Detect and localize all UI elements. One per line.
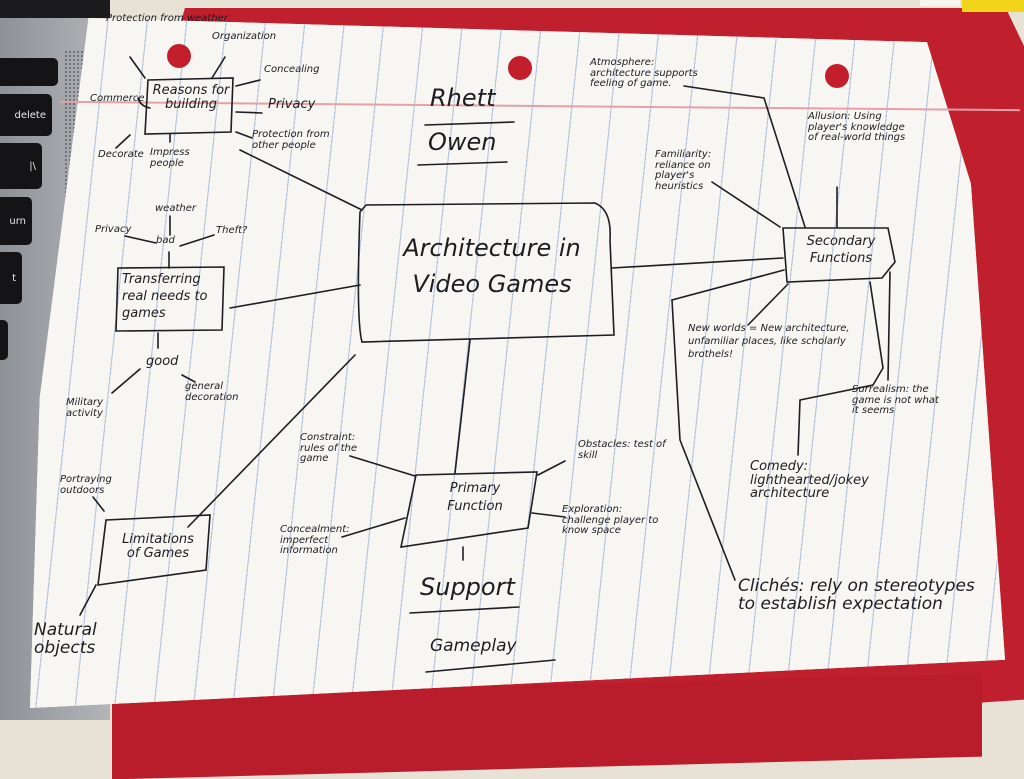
reason-item: Privacy <box>268 97 316 112</box>
secondary-item: Clichés: rely on stereotypes to establis… <box>738 576 975 614</box>
node-transferring-needs: Transferring real needs to games <box>122 272 208 321</box>
primary-item: Obstacles: test of skill <box>578 439 666 461</box>
white-paper-corner <box>920 0 960 6</box>
punch-hole <box>825 64 849 88</box>
node-reasons-for-building: Reasons for building <box>152 83 230 112</box>
punch-hole <box>508 56 532 80</box>
secondary-item: Familiarity: reliance on player's heuris… <box>655 149 712 192</box>
key-backslash: |\ <box>0 143 42 189</box>
reason-item: Protection from other people <box>252 129 330 151</box>
yellow-sticky-note <box>962 0 1024 12</box>
reason-item: Organization <box>212 31 277 42</box>
author-first-name: Rhett <box>430 84 496 112</box>
key <box>18 58 58 86</box>
node-secondary-functions: Secondary Functions <box>806 234 876 266</box>
good-item: general decoration <box>185 381 239 403</box>
secondary-item: Comedy: lighthearted/jokey architecture <box>750 459 869 502</box>
reason-item: Decorate <box>98 149 144 160</box>
node-primary-function: Primary Function <box>447 481 503 514</box>
punch-hole <box>167 44 191 68</box>
secondary-item: Atmosphere: architecture supports feelin… <box>590 57 698 89</box>
secondary-item: New worlds = New architecture, unfamilia… <box>688 323 850 360</box>
primary-summary: Gameplay <box>430 636 517 656</box>
reason-item: Protection from weather <box>106 13 228 24</box>
laptop-bezel <box>0 0 110 18</box>
secondary-item: Allusion: Using player's knowledge of re… <box>808 111 906 143</box>
primary-item: Exploration: challenge player to know sp… <box>562 504 659 536</box>
bad-item: Privacy <box>95 224 132 235</box>
key <box>0 320 8 360</box>
good-item: Military activity <box>66 397 104 419</box>
limitation-item: Natural objects <box>34 620 97 658</box>
secondary-item: Surrealism: the game is not what it seem… <box>852 384 939 416</box>
central-topic: Architecture in Video Games <box>403 234 581 298</box>
limitation-item: Portraying outdoors <box>60 474 112 496</box>
node-limitations-of-games: Limitations of Games <box>122 532 194 561</box>
reason-item: Impress people <box>150 147 190 169</box>
key-delete: delete <box>0 94 52 136</box>
key-return: urn <box>0 197 32 245</box>
primary-summary: Support <box>420 573 515 601</box>
good-label: good <box>146 354 179 369</box>
author-last-name: Owen <box>428 128 497 156</box>
bad-item: weather <box>155 203 196 214</box>
primary-item: Constraint: rules of the game <box>300 432 357 464</box>
bad-item: Theft? <box>216 225 248 236</box>
primary-item: Concealment: imperfect information <box>280 524 350 556</box>
bad-label: bad <box>156 235 175 246</box>
reason-item: Commerce <box>90 93 145 104</box>
key-shift: t <box>0 252 22 304</box>
reason-item: Concealing <box>264 64 320 75</box>
